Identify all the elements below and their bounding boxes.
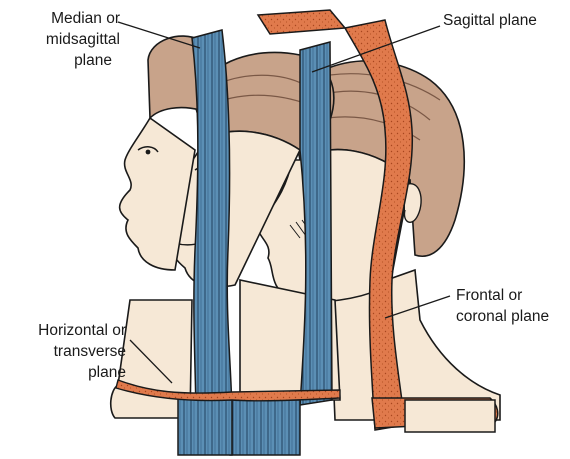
horizontal-label-line-1: Horizontal or (6, 320, 126, 341)
horizontal-plane-label: Horizontal or transverse plane (6, 320, 126, 383)
median-label-line-1: Median or (8, 8, 120, 29)
frontal-plane-label: Frontal or coronal plane (456, 285, 549, 327)
frontal-label-line-1: Frontal or (456, 285, 549, 306)
median-label-line-3: plane (8, 50, 120, 71)
horizontal-label-line-3: plane (6, 362, 126, 383)
sagittal-plane-label: Sagittal plane (443, 10, 537, 31)
median-label-line-2: midsagittal (8, 29, 120, 50)
sagittal-label-line-1: Sagittal plane (443, 10, 537, 31)
frontal-label-line-2: coronal plane (456, 306, 549, 327)
horizontal-label-line-2: transverse (6, 341, 126, 362)
median-plane-label: Median or midsagittal plane (8, 8, 120, 71)
